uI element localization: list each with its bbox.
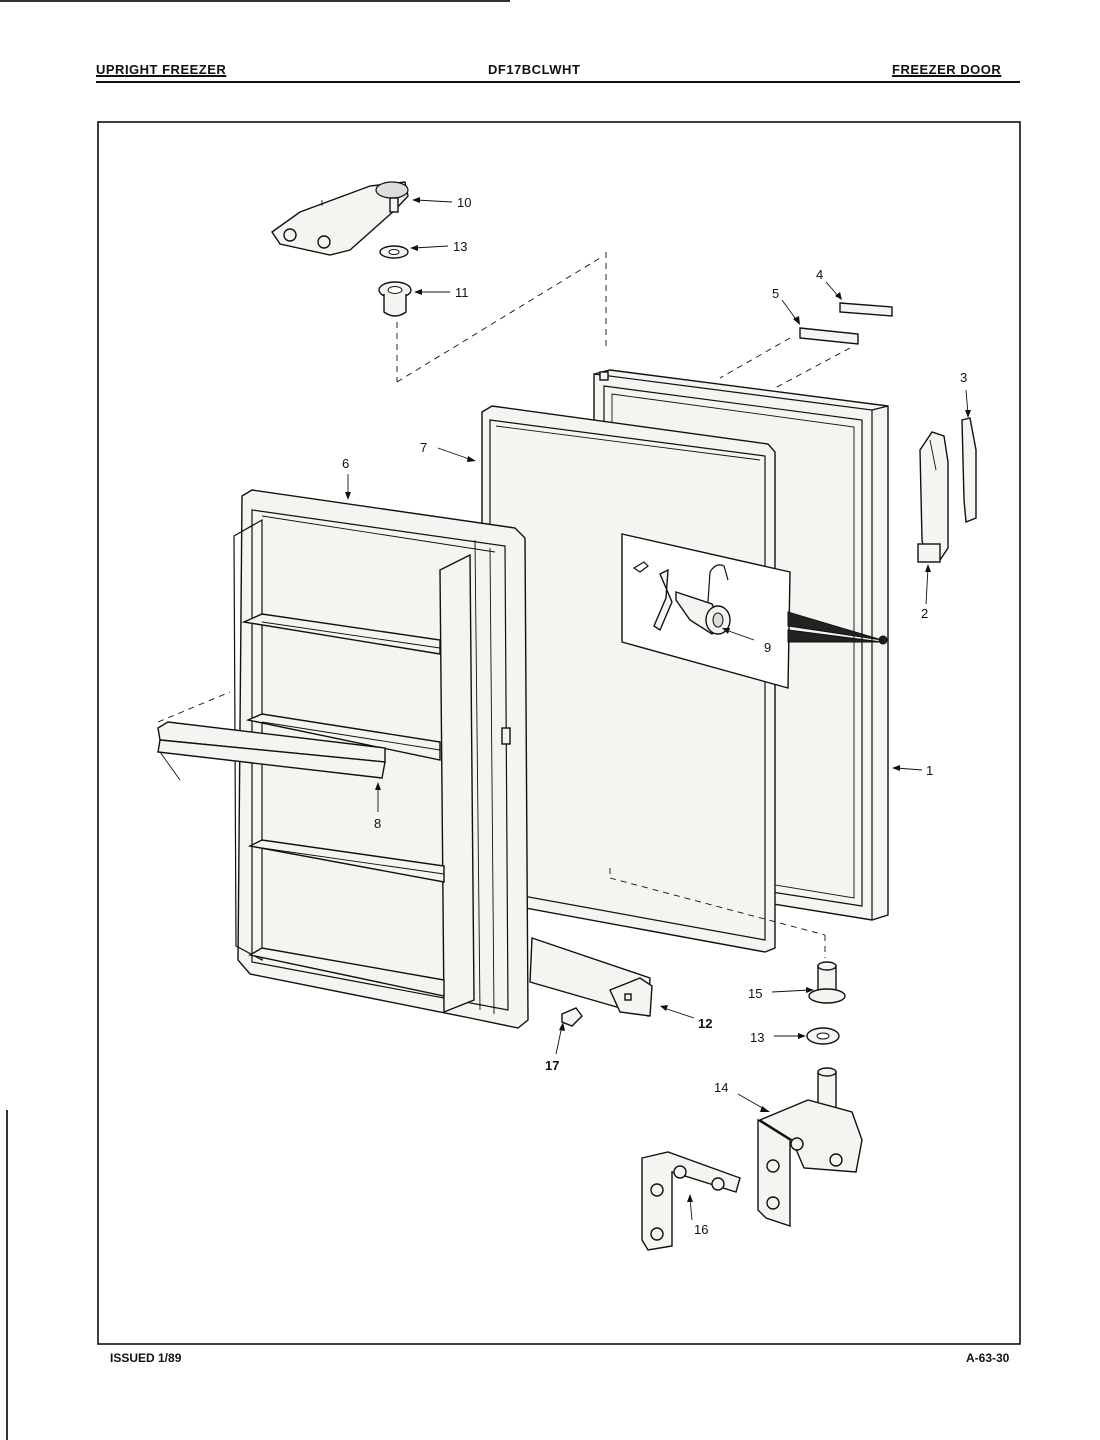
part-7-door-gasket (481, 405, 776, 953)
part-9-lock-assembly-inset (621, 533, 883, 689)
callout-13-bottom: 13 (750, 1030, 764, 1045)
callout-2: 2 (921, 606, 928, 621)
footer-issued-date: ISSUED 1/89 (110, 1351, 182, 1365)
callout-12: 12 (698, 1016, 712, 1031)
callout-6: 6 (342, 456, 349, 471)
callout-14: 14 (714, 1080, 728, 1095)
part-11-bushing (378, 281, 412, 317)
callout-9: 9 (764, 640, 771, 655)
header-model-number: DF17BCLWHT (488, 62, 581, 77)
part-8-door-bar (157, 691, 386, 781)
header-product-type: UPRIGHT FREEZER (96, 62, 227, 77)
callout-4: 4 (816, 267, 823, 282)
part-4-trim-strip (839, 302, 893, 317)
callout-1: 1 (926, 763, 933, 778)
part-13-washer-bottom (806, 1027, 840, 1045)
footer-page-code: A-63-30 (966, 1351, 1010, 1365)
part-14-bottom-hinge (757, 1067, 863, 1227)
part-17-clip (561, 1007, 583, 1027)
callout-15: 15 (748, 986, 762, 1001)
part-10-top-hinge (271, 181, 409, 256)
callout-leaders (345, 197, 971, 1221)
part-13-washer-top (379, 245, 409, 259)
callout-10: 10 (457, 195, 471, 210)
scan-edge-left (6, 1110, 8, 1440)
part-15-hinge-pin (808, 961, 846, 1004)
callout-7: 7 (420, 440, 427, 455)
callout-13-top: 13 (453, 239, 467, 254)
diagram-frame (97, 121, 1021, 1345)
callout-11: 11 (455, 285, 469, 300)
callout-17: 17 (545, 1058, 559, 1073)
part-12-bottom-panel (529, 937, 653, 1017)
scan-edge-top (0, 0, 510, 2)
part-3-handle-trim (961, 417, 977, 523)
callout-8: 8 (374, 816, 381, 831)
part-5-trim-strip (799, 327, 859, 345)
part-2-door-handle (917, 431, 949, 563)
header-section-title: FREEZER DOOR (892, 62, 1002, 77)
part-16-reinforcement-plate (641, 1151, 741, 1251)
callout-5: 5 (772, 286, 779, 301)
callout-16: 16 (694, 1222, 708, 1237)
callout-3: 3 (960, 370, 967, 385)
